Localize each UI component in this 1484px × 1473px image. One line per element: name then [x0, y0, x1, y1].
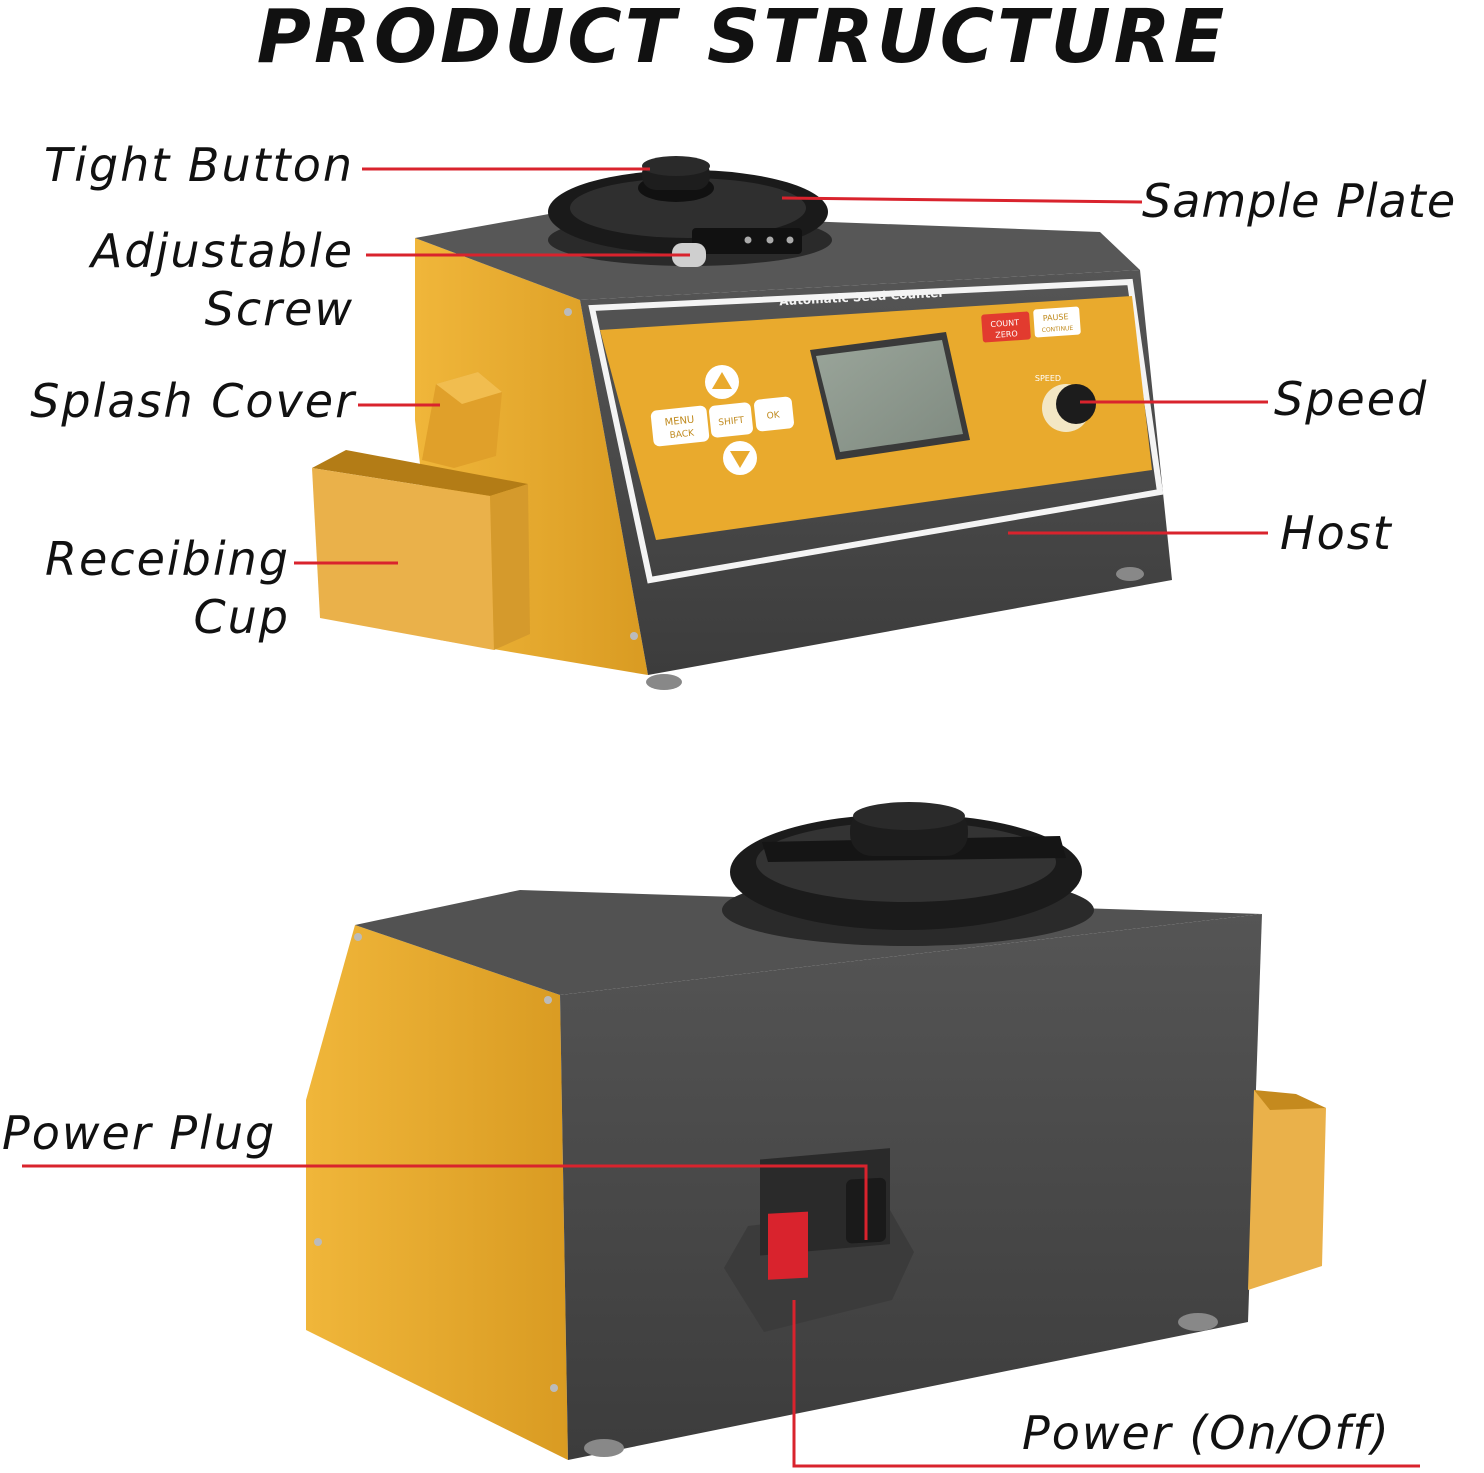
label-speed: Speed: [1274, 372, 1429, 426]
label-power-plug: Power Plug: [2, 1106, 277, 1160]
menu-key-label: MENU: [664, 414, 695, 428]
receiving-cup-side: [490, 484, 530, 650]
lcd-display: [816, 340, 963, 452]
ok-key-label: OK: [766, 410, 781, 421]
screw-icon: [786, 236, 794, 244]
keypad: MENU BACK SHIFT OK: [650, 365, 794, 475]
label-adjustable-screw-line1: Adjustable: [90, 224, 354, 278]
count-label: COUNT: [990, 318, 1019, 329]
tight-button-top: [642, 156, 710, 176]
up-arrow-icon: [712, 372, 732, 389]
front-panel-frame: [588, 278, 1164, 584]
sample-plate-inner: [570, 178, 806, 238]
down-arrow-icon: [730, 451, 750, 468]
label-splash-cover: Splash Cover: [30, 374, 356, 428]
back-key-label: BACK: [669, 428, 695, 441]
foot: [646, 674, 682, 690]
shift-key-label: SHIFT: [718, 416, 745, 429]
bottom-device: [306, 802, 1326, 1460]
pause-continue-button[interactable]: [1033, 306, 1081, 338]
screw-icon: [550, 1384, 558, 1392]
count-zero-button[interactable]: [981, 311, 1031, 343]
host-back: [560, 914, 1262, 1460]
screw-icon: [744, 236, 752, 244]
speed-knob[interactable]: [1056, 384, 1096, 424]
speed-knob-label: SPEED: [1035, 374, 1061, 383]
host-side-panel: [306, 925, 568, 1460]
screw-icon: [564, 308, 572, 316]
foot: [1178, 1313, 1218, 1331]
pause-label: PAUSE: [1043, 312, 1069, 323]
foot: [584, 1439, 624, 1457]
foot: [1116, 567, 1144, 581]
splash-cover-top: [436, 372, 502, 404]
page-title: PRODUCT STRUCTURE: [256, 0, 1228, 80]
continue-label: CONTINUE: [1042, 325, 1074, 334]
leader-power-plug: [22, 1164, 868, 1240]
label-sample-plate: Sample Plate: [1142, 174, 1457, 228]
top-device: Automatic Seed Counter MENU BACK SHIFT O…: [312, 156, 1172, 690]
label-receiving-cup-line2: Cup: [193, 590, 290, 644]
receiving-cup-back: [312, 450, 528, 496]
screw-icon: [354, 933, 362, 941]
leader-sample-plate: [781, 196, 1143, 204]
power-switch[interactable]: [768, 1211, 808, 1280]
leader-lines: [22, 167, 1420, 1468]
label-power-switch: Power (On/Off): [1022, 1406, 1391, 1460]
shift-key[interactable]: [708, 402, 753, 438]
receiving-cup-top: [1254, 1090, 1326, 1110]
receiving-cup-front: [312, 468, 494, 650]
receiving-cup: [1248, 1090, 1326, 1290]
label-tight-button: Tight Button: [44, 138, 354, 192]
screw-icon: [544, 996, 552, 1004]
screw-icon: [630, 632, 638, 640]
leader-power-switch: [792, 1300, 1420, 1468]
zero-label: ZERO: [995, 329, 1018, 340]
label-adjustable-screw-line2: Screw: [204, 282, 354, 336]
screw-icon: [766, 236, 774, 244]
ok-key[interactable]: [753, 396, 794, 432]
menu-back-key[interactable]: [650, 405, 710, 447]
label-receiving-cup-line1: Receibing: [45, 532, 290, 586]
screw-icon: [314, 1238, 322, 1246]
label-host: Host: [1280, 506, 1393, 560]
tight-button-top: [853, 802, 965, 830]
